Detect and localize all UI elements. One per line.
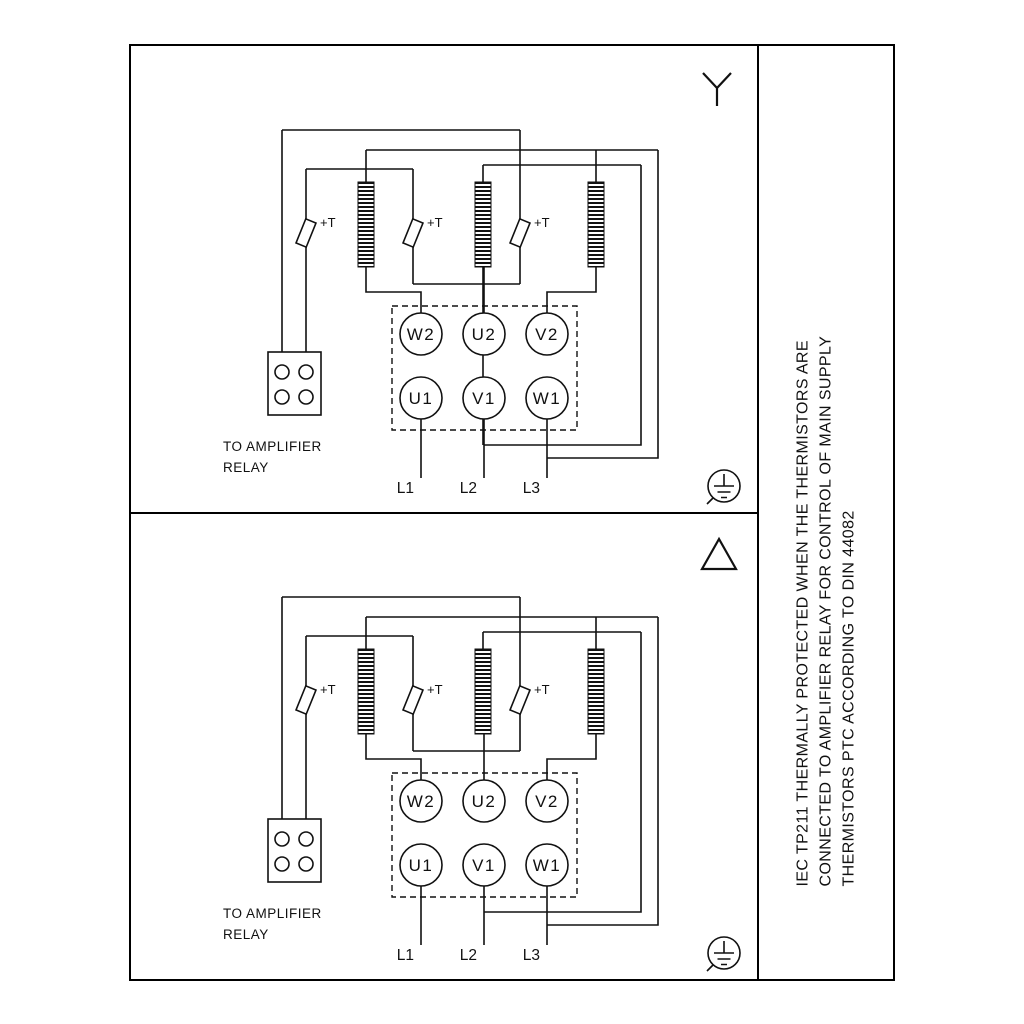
- thermistor-label: +T: [534, 215, 550, 230]
- star-connection-icon: [702, 72, 732, 106]
- motor-winding-1: [357, 181, 375, 268]
- motor-winding-2: [474, 648, 492, 735]
- supply-label-l2: L2: [460, 947, 477, 964]
- relay-terminal-block: [267, 818, 322, 883]
- svg-text:W2: W2: [407, 325, 436, 344]
- thermistor-label: +T: [534, 682, 550, 697]
- ground-icon: [706, 469, 741, 505]
- supply-label-l3: L3: [523, 480, 540, 497]
- delta-connection-icon: [700, 536, 738, 571]
- terminal-u1: U1: [399, 843, 443, 887]
- thermistor-label: +T: [427, 215, 443, 230]
- ground-icon: [706, 936, 741, 972]
- supply-label-l1: L1: [397, 480, 414, 497]
- svg-text:W2: W2: [407, 792, 436, 811]
- side-note: IEC TP211 THERMALLY PROTECTED WHEN THE T…: [759, 46, 893, 979]
- relay-caption-line1: TO AMPLIFIER: [223, 906, 322, 921]
- thermistor-symbol-2: [401, 217, 425, 249]
- motor-winding-1: [357, 648, 375, 735]
- supply-label-l1: L1: [397, 947, 414, 964]
- terminal-v2: V2: [525, 779, 569, 823]
- svg-text:V2: V2: [535, 325, 559, 344]
- column-divider: [757, 46, 759, 979]
- side-note-line: IEC TP211 THERMALLY PROTECTED WHEN THE T…: [794, 339, 812, 886]
- svg-text:W1: W1: [533, 389, 562, 408]
- side-note-text: IEC TP211 THERMALLY PROTECTED WHEN THE T…: [792, 47, 861, 978]
- thermistor-symbol-1: [294, 217, 318, 249]
- terminal-v2: V2: [525, 312, 569, 356]
- svg-text:V2: V2: [535, 792, 559, 811]
- terminal-board-outline: [391, 772, 578, 898]
- terminal-w2: W2: [399, 779, 443, 823]
- thermistor-symbol-3: [508, 217, 532, 249]
- terminal-w1: W1: [525, 843, 569, 887]
- svg-text:U1: U1: [409, 389, 434, 408]
- svg-text:U1: U1: [409, 856, 434, 875]
- svg-text:W1: W1: [533, 856, 562, 875]
- thermistor-label: +T: [427, 682, 443, 697]
- thermistor-symbol-3: [508, 684, 532, 716]
- svg-text:U2: U2: [472, 792, 497, 811]
- terminal-u2: U2: [462, 779, 506, 823]
- relay-terminal-block: [267, 351, 322, 416]
- diagram-frame: +T +T +T TO AMPLIFIER RELAY: [129, 44, 895, 981]
- svg-text:U2: U2: [472, 325, 497, 344]
- svg-text:V1: V1: [472, 389, 496, 408]
- supply-label-l2: L2: [460, 480, 477, 497]
- terminal-board-outline: [391, 305, 578, 431]
- terminal-v1: V1: [462, 843, 506, 887]
- thermistor-label: +T: [320, 215, 336, 230]
- panel-delta-connection: +T +T +T TO AMPLIFIER RELAY: [131, 513, 757, 981]
- thermistor-label: +T: [320, 682, 336, 697]
- panel-star-connection: +T +T +T TO AMPLIFIER RELAY: [131, 46, 757, 514]
- relay-caption-line2: RELAY: [223, 460, 269, 475]
- svg-text:V1: V1: [472, 856, 496, 875]
- delta-wiring-diagram: +T +T +T TO AMPLIFIER RELAY: [223, 536, 741, 972]
- terminal-u2: U2: [462, 312, 506, 356]
- motor-winding-3: [587, 181, 605, 268]
- terminal-w2: W2: [399, 312, 443, 356]
- side-note-line: CONNECTED TO AMPLIFIER RELAY FOR CONTROL…: [817, 335, 835, 886]
- motor-winding-2: [474, 181, 492, 268]
- supply-label-l3: L3: [523, 947, 540, 964]
- relay-caption-line1: TO AMPLIFIER: [223, 439, 322, 454]
- motor-winding-3: [587, 648, 605, 735]
- side-note-line: THERMISTORS PTC ACCORDING TO DIN 44082: [840, 509, 858, 886]
- terminal-w1: W1: [525, 376, 569, 420]
- relay-caption-line2: RELAY: [223, 927, 269, 942]
- thermistor-symbol-2: [401, 684, 425, 716]
- star-wiring-diagram: +T +T +T TO AMPLIFIER RELAY: [223, 72, 741, 505]
- panel-divider: [131, 512, 757, 514]
- thermistor-symbol-1: [294, 684, 318, 716]
- terminal-u1: U1: [399, 376, 443, 420]
- terminal-v1: V1: [462, 376, 506, 420]
